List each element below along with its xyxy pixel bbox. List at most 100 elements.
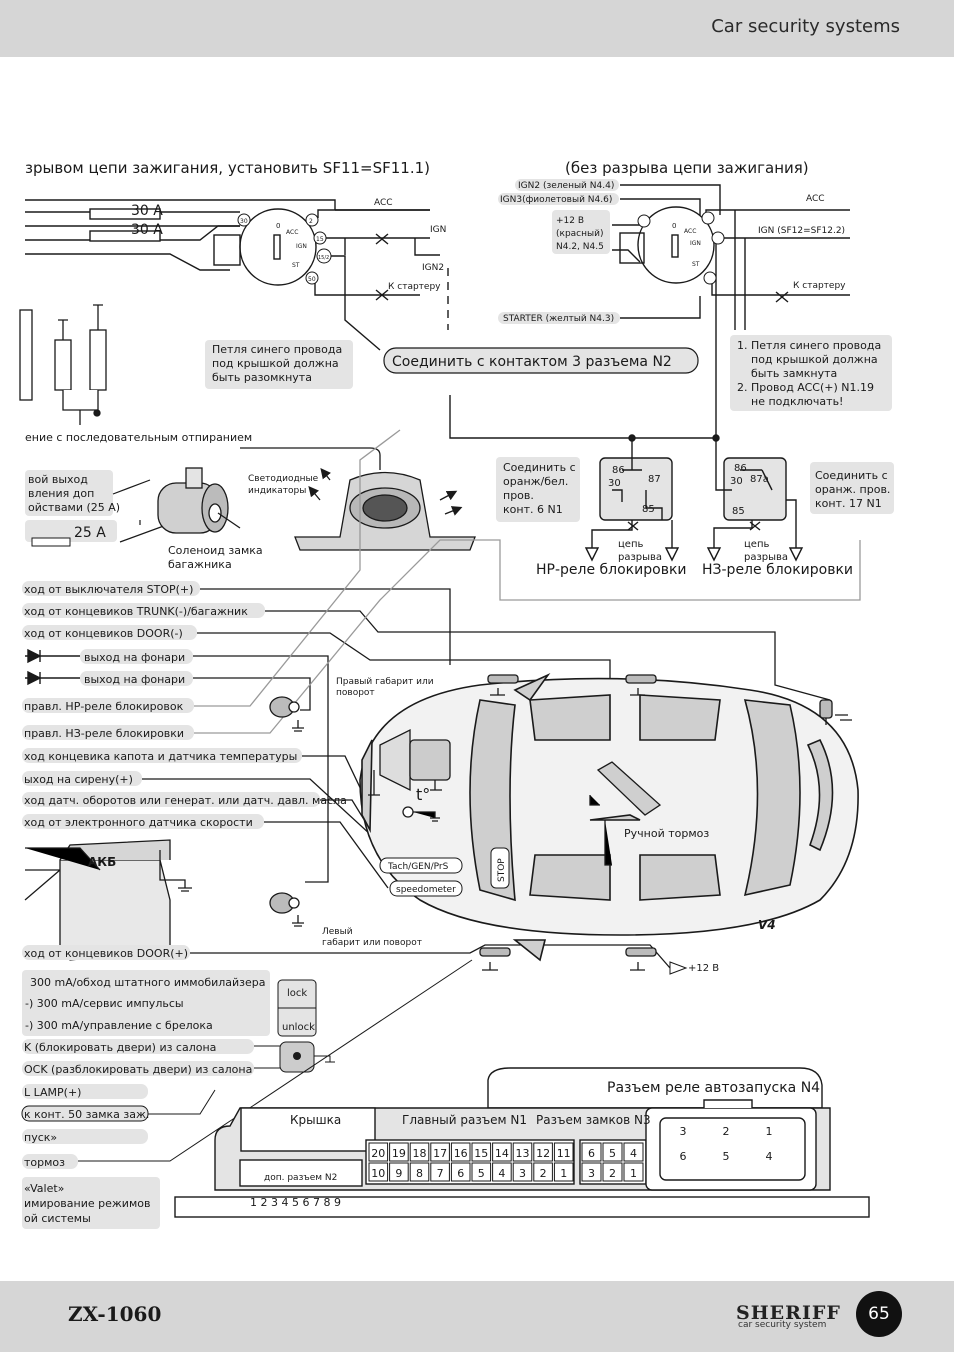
- connect-orange-box: Соединить с оранж. пров. конт. 17 N1: [810, 462, 894, 514]
- connect-ow-line-4: конт. 6 N1: [503, 503, 563, 516]
- left-lock-terminals: 30 2 15 15/2 50 0 ACC IGN ST: [237, 213, 332, 285]
- lock-pos-st: ST: [292, 262, 300, 269]
- unlock-cabin-label: OCK (разблокировать двери) из салона: [24, 1063, 252, 1076]
- relay-no-pin-87: 87: [648, 474, 661, 485]
- relay-no-label: НР-реле блокировки: [536, 562, 687, 578]
- n1-pin-cell: [512, 1142, 533, 1162]
- output-service: -) 300 mA/сервис импульсы: [25, 997, 184, 1010]
- led-indicator-unit: [240, 447, 476, 551]
- relay-nc: [706, 438, 804, 562]
- door-plus-bg: [22, 945, 190, 960]
- diodes: [25, 648, 80, 686]
- valet-line-2: имирование режимов: [24, 1197, 150, 1210]
- wire-no-relay: правл. НР-реле блокировок: [24, 700, 184, 713]
- output-remote: -) 300 mA/управление с брелока: [25, 1019, 213, 1032]
- right-notes-box: 1. Петля синего провода под крышкой долж…: [730, 335, 892, 411]
- serial-unlock-label: ение с последовательным отпиранием: [25, 431, 252, 444]
- term-50: 50: [308, 276, 316, 283]
- n1-pin-cell: [533, 1162, 553, 1182]
- wiring-diagram: зрывом цепи зажигания, установить SF11=S…: [19, 159, 894, 1229]
- wire-siren: ыход на сирену(+): [24, 773, 133, 786]
- valet-line-1: «Valet»: [24, 1182, 64, 1195]
- title-right: (без разрыва цепи зажигания): [565, 159, 809, 177]
- connect-ow-line-1: Соединить с: [503, 461, 576, 474]
- handbrake-icon: [589, 761, 662, 866]
- wire-trunk: ход от концевиков TRUNK(-)/багажник: [24, 605, 248, 618]
- loop-note-box: Петля синего провода под крышкой должна …: [205, 340, 353, 389]
- extra-output-line-1: вой выход: [28, 473, 88, 486]
- footer-band: [0, 1281, 954, 1352]
- n1-pin-cell: [492, 1162, 512, 1182]
- n3-title: Разъем замков N3: [536, 1113, 651, 1127]
- term-15-2: 15/2: [318, 255, 329, 261]
- lock-pos-acc: ACC: [286, 229, 298, 236]
- acc-right-label: ACC: [806, 194, 825, 204]
- k50-label: к конт. 50 замка заж.: [24, 1108, 149, 1121]
- n1-pin-label: 7: [437, 1167, 444, 1180]
- n1-pin-cell: [389, 1142, 409, 1162]
- right-wire-labels: IGN2 (зеленый N4.4) IGN3(фиолетовый N4.6…: [498, 179, 846, 324]
- right-lock-pos-acc: ACC: [684, 228, 696, 235]
- n3-pin-cell: [602, 1162, 623, 1182]
- v4-label: V4: [758, 918, 776, 932]
- ign-left-label: IGN: [430, 225, 446, 235]
- cover-label: Крышка: [290, 1113, 341, 1127]
- misc-wire-labels: L LAMP(+) к конт. 50 замка заж. пуск» то…: [21, 959, 473, 1229]
- n3-pin-cell: [623, 1162, 644, 1182]
- stop-sensor-label: STOP: [497, 858, 507, 882]
- plus12-arrow-icon: [669, 961, 688, 975]
- left-light-line-1: Левый: [322, 927, 353, 937]
- lock-pos-0: 0: [276, 222, 280, 230]
- n3-pin-cell: [623, 1142, 644, 1162]
- wire-speed: ход от электронного датчика скорости: [24, 816, 253, 829]
- n1-pin-label: 2: [540, 1167, 547, 1180]
- relay-nc-pin-30: 30: [730, 476, 743, 487]
- temperature-label: t°: [416, 785, 430, 804]
- solenoid-line-2: багажника: [168, 558, 232, 571]
- n1-pin-cell: [430, 1162, 450, 1182]
- extra-output-line-3: ойствами (25 А): [28, 501, 120, 514]
- n1-pin-cell: [368, 1142, 389, 1162]
- n1-pin-cell: [409, 1162, 430, 1182]
- n1-pin-cell: [409, 1142, 430, 1162]
- n1-pin-cell: [512, 1162, 533, 1182]
- right-note-3: быть замкнута: [751, 367, 837, 380]
- brand-subtitle: car security system: [738, 1320, 827, 1330]
- n1-pin-label: 14: [495, 1147, 509, 1160]
- n3-pin-cell: [602, 1142, 623, 1162]
- lamp-label: L LAMP(+): [24, 1086, 81, 1099]
- n1-pin-label: 19: [392, 1147, 406, 1160]
- page-header-title: Car security systems: [711, 16, 900, 37]
- ign3-violet-label: IGN3(фиолетовый N4.6): [500, 195, 612, 205]
- n1-pin-label: 16: [454, 1147, 468, 1160]
- n2-pins: 1 2 3 4 5 6 7 8 9: [250, 1196, 341, 1209]
- tach-label: Tach/GEN/PrS: [387, 862, 449, 872]
- n3-pin-label: 4: [630, 1147, 637, 1160]
- extra-output-box: вой выход вления доп ойствами (25 А) 25 …: [25, 470, 181, 547]
- loop-note-line-3: быть разомкнута: [212, 371, 312, 384]
- n1-pin-label: 10: [371, 1167, 385, 1180]
- wire-stop: ход от выключателя STOP(+): [24, 583, 193, 596]
- plus12-red-line-3: N4.2, N4.5: [556, 242, 604, 252]
- relay-no-pin-86: 86: [612, 465, 625, 476]
- speedometer-label-box: speedometer: [389, 880, 463, 897]
- led-label-line-1: Светодиодные: [248, 474, 319, 484]
- n3-pin-label: 6: [588, 1147, 595, 1160]
- n1-pin-cell: [471, 1142, 492, 1162]
- n4-pin-label: 2: [723, 1125, 730, 1138]
- connect-ow-line-2: оранж/бел.: [503, 475, 568, 488]
- fuse-3-label: 25 A: [74, 525, 106, 541]
- n4-pin-label: 5: [723, 1150, 730, 1163]
- wire-hood-temp: ход концевика капота и датчика температу…: [24, 750, 297, 763]
- n1-pin-cell: [471, 1162, 492, 1182]
- connect-ow-line-3: пров.: [503, 489, 534, 502]
- n1-pin-cell: [553, 1142, 574, 1162]
- output-immobilizer: 300 mA/обход штатного иммобилайзера: [30, 976, 266, 989]
- akb-label: АКБ: [88, 855, 116, 869]
- title-left: зрывом цепи зажигания, установить SF11=S…: [25, 159, 430, 177]
- n4-pin-label: 1: [766, 1125, 773, 1138]
- lock-label: lock: [287, 988, 307, 999]
- left-light-line-2: габарит или поворот: [322, 938, 422, 948]
- k-starter-left-label: К стартеру: [388, 282, 441, 292]
- n1-pin-cell: [553, 1162, 574, 1182]
